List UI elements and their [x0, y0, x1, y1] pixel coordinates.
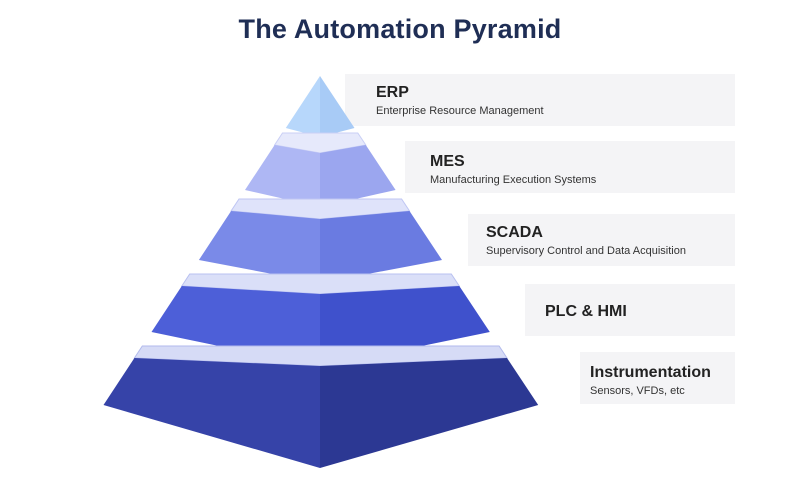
label-panel-mes — [405, 141, 735, 193]
tier-left-face — [198, 211, 320, 283]
tier-scada — [198, 198, 442, 283]
level-label-plc-hmi: PLC & HMI — [545, 303, 627, 321]
tier-erp — [285, 76, 355, 137]
level-description: Manufacturing Execution Systems — [430, 174, 597, 186]
label-panel-instrumentation — [580, 352, 735, 404]
label-panel-plc-hmi — [525, 284, 735, 336]
tier-left-face — [285, 76, 320, 137]
tier-right-face — [320, 76, 355, 137]
level-name: MES — [430, 153, 465, 170]
level-name: SCADA — [486, 224, 543, 241]
diagram-title: The Automation Pyramid — [238, 14, 562, 44]
tier-left-face — [245, 145, 320, 207]
level-label-scada: SCADA Supervisory Control and Data Acquis… — [486, 224, 686, 257]
pyramid-tiers — [103, 76, 539, 468]
tier-left-face — [103, 358, 320, 468]
level-name: Instrumentation — [590, 364, 711, 381]
tier-right-face — [320, 145, 396, 207]
level-description: Sensors, VFDs, etc — [590, 385, 685, 397]
level-name: PLC & HMI — [545, 303, 627, 320]
tier-instrumentation — [103, 345, 539, 468]
tier-right-face — [320, 358, 539, 468]
level-label-mes: MES Manufacturing Execution Systems — [430, 153, 596, 186]
label-panels — [345, 74, 735, 404]
tier-right-face — [320, 211, 442, 283]
level-description: Enterprise Resource Management — [376, 105, 544, 117]
tier-mes — [245, 132, 396, 207]
level-description: Supervisory Control and Data Acquisition — [486, 245, 686, 257]
level-name: ERP — [376, 84, 409, 101]
label-panel-erp — [345, 74, 735, 126]
level-label-erp: ERP Enterprise Resource Management — [376, 84, 544, 117]
label-panel-scada — [468, 214, 735, 266]
